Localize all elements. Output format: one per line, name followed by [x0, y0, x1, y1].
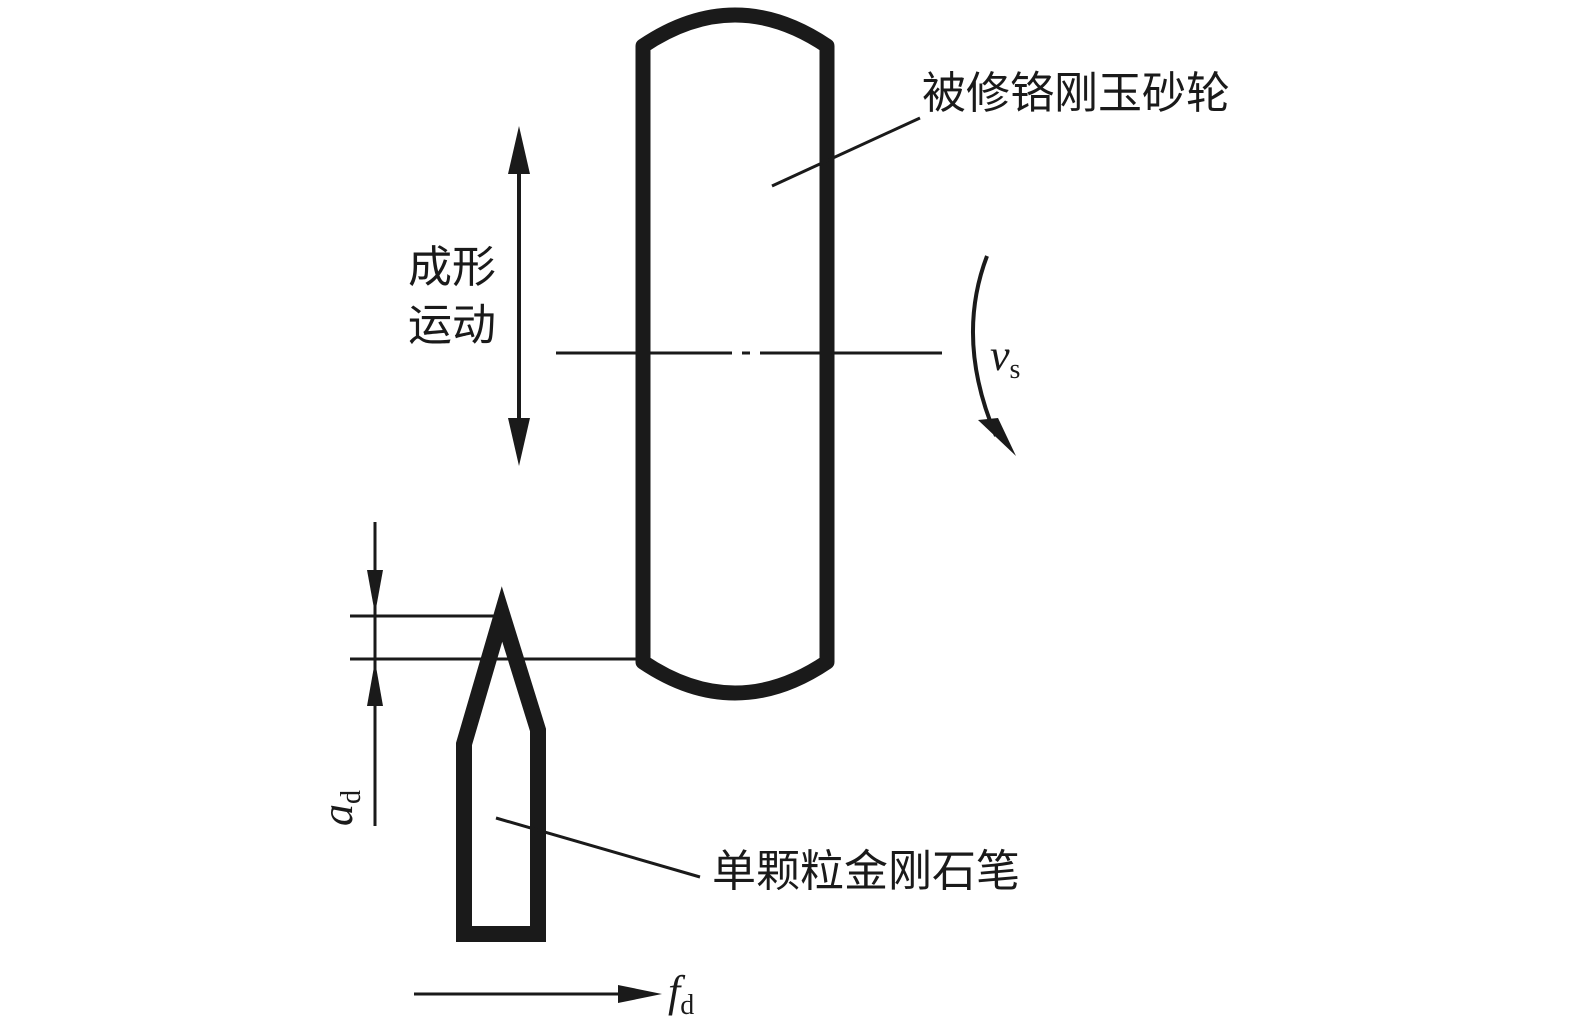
dresser-leader-line [495, 816, 701, 879]
wheel-label: 被修铬刚玉砂轮 [922, 68, 1230, 119]
forming-motion-arrow-up [508, 126, 530, 174]
rotation-arc [970, 255, 998, 437]
grinding-wheel-outline [635, 7, 835, 701]
depth-symbol-group: ad [313, 790, 367, 826]
forming-motion-label-line1: 成形 [408, 242, 496, 293]
forming-motion-arrow-down [508, 418, 530, 466]
depth-arrow-down [367, 570, 383, 614]
forming-motion-label-line2: 运动 [408, 300, 496, 351]
wheel-leader-line [771, 116, 921, 188]
feed-arrow-head [618, 985, 662, 1003]
feed-symbol: fd [668, 967, 694, 1021]
dresser-label: 单颗粒金刚石笔 [712, 846, 1020, 897]
rotation-arrow-head [978, 418, 1016, 456]
diamond-dresser-outline [456, 586, 546, 942]
wheel-speed-symbol: vs [990, 331, 1020, 385]
depth-arrow-up [367, 661, 383, 706]
dressing-depth-symbol: ad [313, 790, 367, 826]
